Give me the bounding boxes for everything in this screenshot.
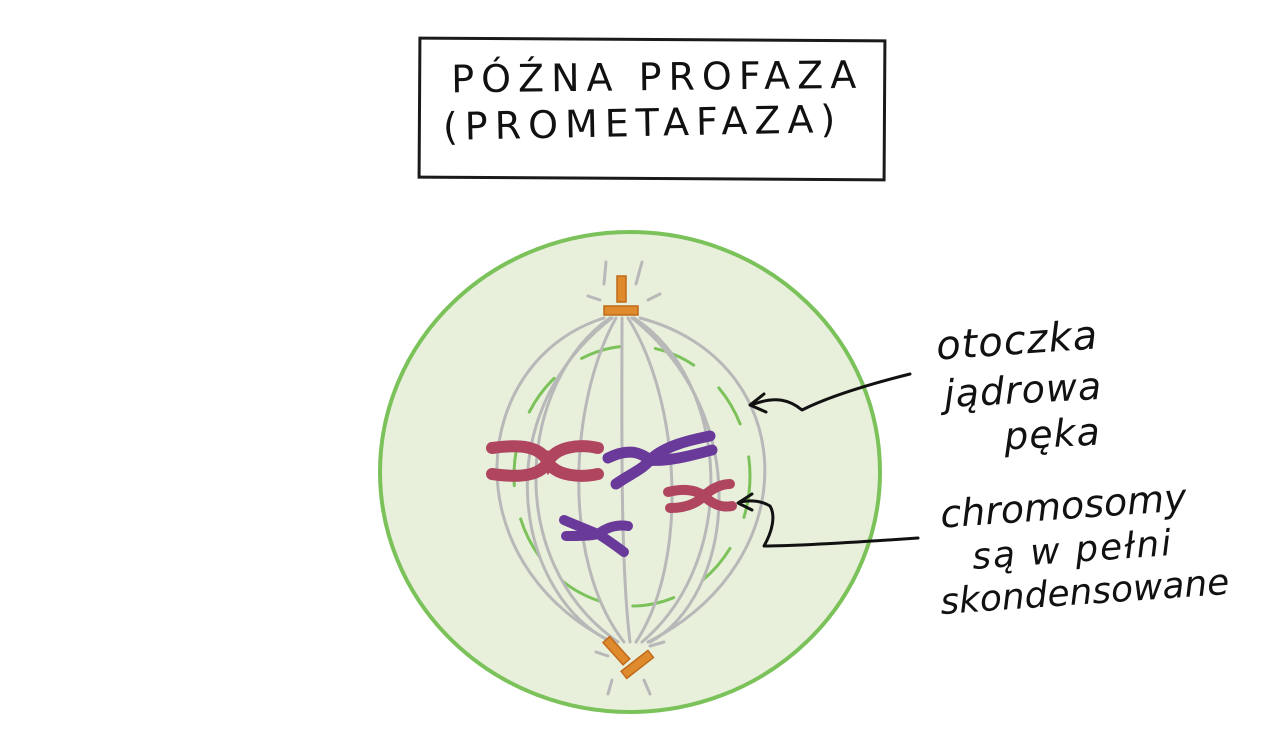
title-line-2: (PROMETAFAZA) [442,96,843,149]
title-line-1: PÓŹNA PROFAZA [450,52,864,102]
arrow-nuclear-envelope [748,372,912,414]
title-box: PÓŹNA PROFAZA (PROMETAFAZA) [417,36,887,182]
chromosome-purple-1 [602,430,718,490]
label-nuclear-envelope-line-3: pęka [1002,409,1102,459]
centrosome-top [603,275,639,316]
chromosome-red-1 [486,440,604,482]
centrosome-bottom [601,635,655,680]
arrow-chromosomes [736,492,920,548]
chromosome-purple-2 [559,515,633,557]
chromosome-red-2 [663,479,737,513]
label-nuclear-envelope-line-2: jądrowa [942,363,1104,417]
